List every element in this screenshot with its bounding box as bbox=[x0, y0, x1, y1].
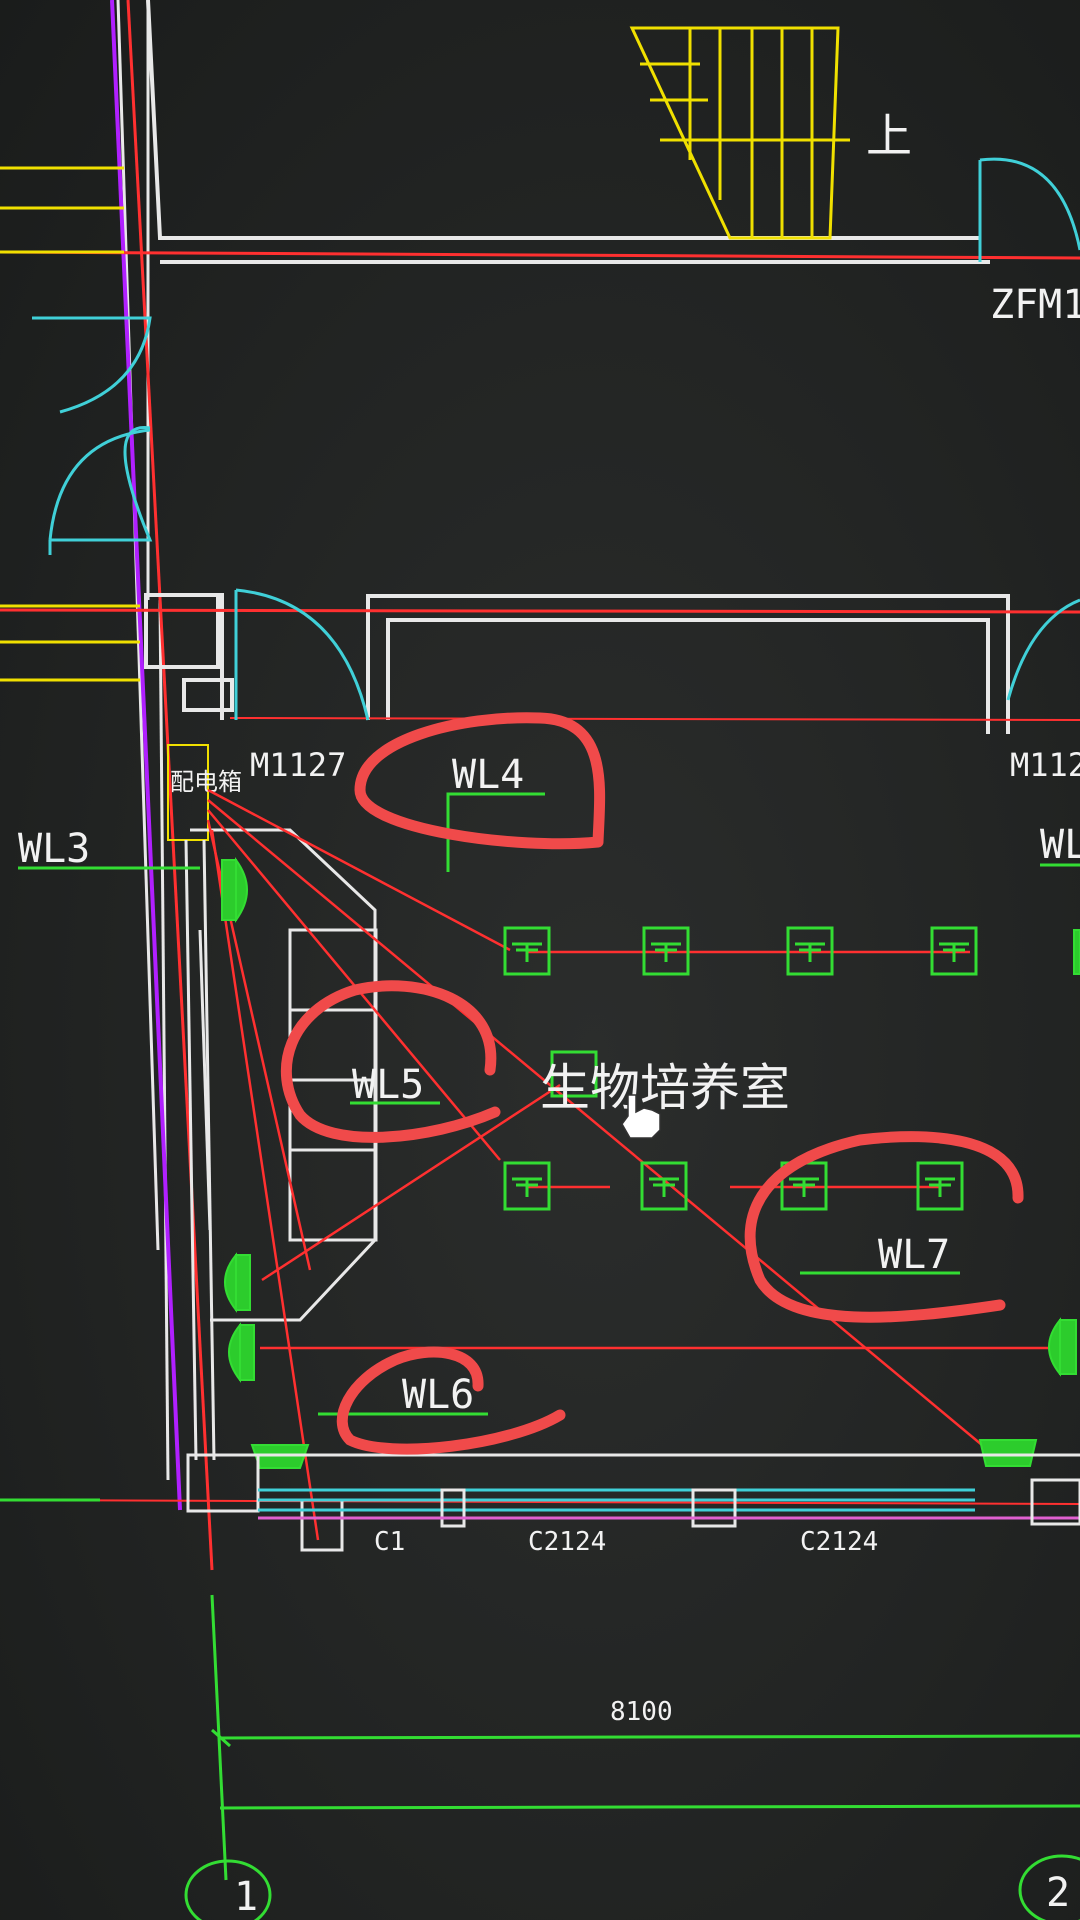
wire-label-wl5: WL5 bbox=[352, 1062, 424, 1108]
annotation-curve-wl6 bbox=[336, 1346, 566, 1455]
dimension-lines bbox=[210, 1594, 1080, 1881]
light-fixture bbox=[503, 1161, 551, 1211]
red-axis-bottom bbox=[0, 1499, 1080, 1505]
light-fixture bbox=[503, 926, 551, 976]
room-south-wall bbox=[186, 1453, 1080, 1552]
door-top-right bbox=[978, 157, 1080, 262]
red-wiring bbox=[206, 788, 1060, 1541]
svg-text:1: 1 bbox=[234, 1874, 258, 1920]
wire-label-lines bbox=[0, 792, 1080, 1502]
stair bbox=[629, 26, 850, 240]
door-label-m1127-left: M1127 bbox=[250, 746, 346, 784]
annotation-marks bbox=[280, 712, 1024, 1455]
annotation-curve-wl7 bbox=[744, 1131, 1024, 1323]
window-label-c1: C1 bbox=[374, 1527, 405, 1557]
wire-label-wl7: WL7 bbox=[878, 1232, 950, 1278]
stair-arrow-mark: 上 bbox=[866, 109, 912, 163]
red-grid-room-top-2 bbox=[229, 717, 1080, 721]
wire-label-wl-edge: WL bbox=[1040, 822, 1080, 868]
annotation-circle-wl4 bbox=[354, 712, 606, 850]
red-grid-top bbox=[0, 250, 1080, 260]
red-axis-line-1 bbox=[126, 0, 214, 1571]
room-doors bbox=[234, 588, 1080, 721]
wall-lights bbox=[221, 856, 1080, 1469]
window-label-c2124-b: C2124 bbox=[800, 1527, 878, 1557]
light-fixture-center bbox=[550, 1050, 598, 1098]
wire-label-wl3: WL3 bbox=[18, 826, 90, 872]
svg-text:2: 2 bbox=[1046, 1870, 1070, 1916]
door-left-corridor bbox=[32, 316, 153, 555]
annotation-curve-wl5 bbox=[280, 980, 501, 1143]
light-fixture bbox=[916, 1161, 964, 1211]
axis-bubble-2: 2 bbox=[1018, 1854, 1080, 1920]
distribution-panel bbox=[167, 744, 209, 841]
wire-label-wl4: WL4 bbox=[452, 752, 524, 798]
room-name: 生物培养室 bbox=[540, 1059, 790, 1117]
light-fixture bbox=[642, 926, 690, 976]
door-label-zfm15: ZFM15 bbox=[990, 282, 1080, 328]
light-fixture bbox=[930, 926, 978, 976]
axis-bubble-1: 1 bbox=[184, 1859, 272, 1920]
window-label-c2124-a: C2124 bbox=[528, 1527, 606, 1557]
door-label-m1127-right: M1127 bbox=[1010, 746, 1080, 784]
room-north-wall bbox=[144, 593, 1010, 734]
wire-label-wl6: WL6 bbox=[402, 1372, 474, 1418]
light-fixtures bbox=[503, 926, 978, 1211]
corridor-walls bbox=[146, 0, 990, 264]
red-grid-room-top bbox=[0, 608, 1080, 614]
dimension-label: 8100 bbox=[610, 1697, 673, 1727]
hand-cursor-icon bbox=[621, 1094, 661, 1139]
light-fixture bbox=[640, 1161, 688, 1211]
light-fixture bbox=[786, 926, 834, 976]
left-yellow-lines bbox=[0, 166, 140, 682]
left-wall bbox=[116, 0, 170, 1481]
panel-label: 配电箱 bbox=[170, 768, 242, 796]
